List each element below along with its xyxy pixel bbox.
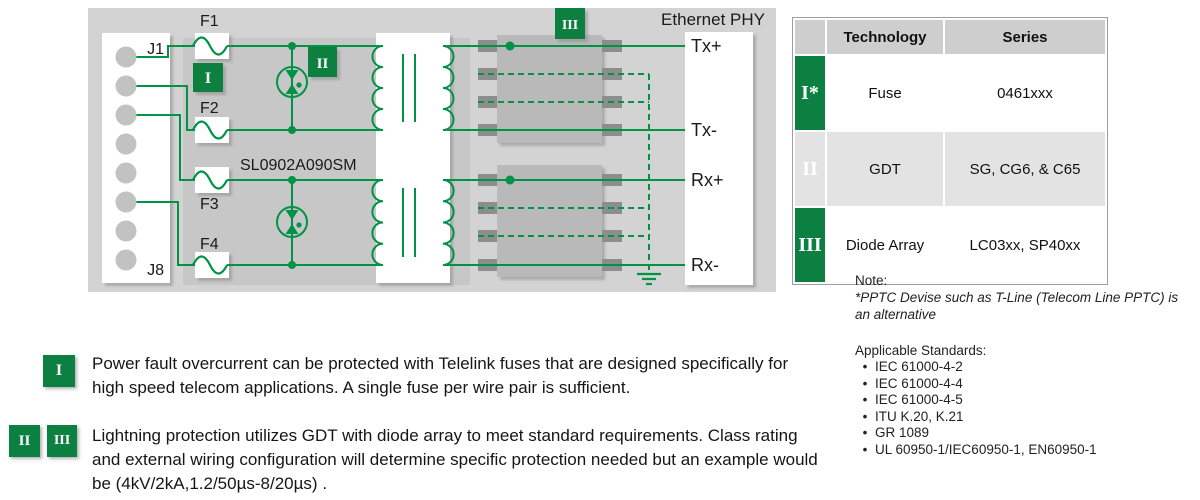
standards-item-text: ITU K.20, K.21 bbox=[875, 408, 964, 424]
row-series: SG, CG6, & C65 bbox=[943, 130, 1107, 208]
bullet-icon: • bbox=[862, 359, 868, 374]
standards-item-text: IEC 61000-4-2 bbox=[875, 359, 963, 374]
connector-top-label: J1 bbox=[147, 41, 164, 58]
standards-item-text: IEC 61000-4-5 bbox=[875, 392, 963, 407]
row-technology: GDT bbox=[825, 130, 945, 208]
fuse-f2-icon bbox=[192, 120, 228, 140]
phy-box bbox=[685, 32, 753, 285]
ground-dashed-wires bbox=[478, 73, 650, 272]
row-technology: Fuse bbox=[825, 54, 945, 132]
badge-iii: III bbox=[562, 18, 578, 33]
row-badge: I* bbox=[793, 54, 827, 132]
callout-line: Power fault overcurrent can be protected… bbox=[92, 354, 789, 373]
callout-badge-iii: III bbox=[47, 425, 77, 457]
protection-circuit-diagram: J1 J8 F1 F2 F3 F4 bbox=[88, 8, 776, 292]
row-series: 0461xxx bbox=[943, 54, 1107, 132]
port-tx-plus: Tx+ bbox=[691, 36, 722, 56]
note-title: Note: bbox=[855, 273, 888, 288]
fuse-f2-label: F2 bbox=[200, 100, 219, 117]
bullet-icon: • bbox=[862, 425, 868, 440]
transformer-icon-upper bbox=[371, 45, 455, 131]
fuse-f1-icon bbox=[192, 36, 228, 56]
row-badge: II bbox=[793, 130, 827, 208]
standards-title: Applicable Standards: bbox=[855, 343, 987, 358]
table-header-series: Series bbox=[943, 18, 1107, 56]
transformer-box bbox=[376, 33, 450, 283]
fuse-icons bbox=[192, 33, 229, 278]
callout-line: Lightning protection utilizes GDT with d… bbox=[92, 426, 798, 445]
connector-box bbox=[102, 33, 170, 283]
standards-item: • ITU K.20, K.21 bbox=[855, 409, 1195, 426]
port-tx-minus: Tx- bbox=[691, 120, 717, 140]
array-junction-dot-lower bbox=[505, 175, 515, 185]
table-row: III Diode Array LC03xx, SP40xx bbox=[793, 206, 1107, 284]
bullet-icon: • bbox=[862, 408, 868, 424]
standards-item-text: GR 1089 bbox=[875, 425, 930, 440]
fuse-f3-icon bbox=[192, 170, 228, 190]
callout-fuse-text: Power fault overcurrent can be protected… bbox=[92, 352, 788, 400]
fuse-f4-icon bbox=[192, 255, 228, 275]
connector-pins bbox=[115, 46, 137, 271]
bullet-icon: • bbox=[862, 375, 868, 391]
row-technology: Diode Array bbox=[825, 206, 945, 284]
standards-item: • UL 60950-1/IEC60950-1, EN60950-1 bbox=[855, 442, 1195, 459]
phy-title: Ethernet PHY bbox=[661, 10, 765, 29]
callout-lightning-text: Lightning protection utilizes GDT with d… bbox=[92, 424, 818, 496]
callout-line: high speed telecom applications. A singl… bbox=[92, 378, 631, 397]
table-header-row: Technology Series bbox=[793, 18, 1107, 56]
array-junction-dot-upper bbox=[505, 41, 515, 51]
transformer-icon-lower bbox=[371, 179, 455, 266]
callout-badge-ii: II bbox=[9, 425, 40, 457]
technology-series-table: Technology Series I* Fuse 0461xxx II GDT… bbox=[792, 17, 1108, 285]
gdt-icon-upper bbox=[276, 66, 308, 98]
ground-icon bbox=[637, 272, 661, 286]
bullet-icon: • bbox=[862, 392, 868, 407]
gdt-icon-lower bbox=[276, 206, 308, 238]
standards-item: • GR 1089 bbox=[855, 425, 1195, 442]
table-header-technology: Technology bbox=[825, 18, 945, 56]
table-corner-cell bbox=[793, 18, 827, 56]
input-wires bbox=[136, 45, 195, 266]
fuse-f4-label: F4 bbox=[200, 236, 219, 253]
standards-item-text: UL 60950-1/IEC60950-1, EN60950-1 bbox=[875, 441, 1097, 457]
row-series: LC03xx, SP40xx bbox=[943, 206, 1107, 284]
table-row: I* Fuse 0461xxx bbox=[793, 54, 1107, 132]
module-part-label: SL0902A090SM bbox=[240, 157, 357, 174]
connector-bottom-label: J8 bbox=[147, 262, 164, 279]
standards-item: • IEC 61000-4-2 bbox=[855, 359, 1195, 376]
table-row: II GDT SG, CG6, & C65 bbox=[793, 130, 1107, 208]
diagram-badges: I II III bbox=[193, 8, 585, 92]
note-block: Note: *PPTC Devise such as T-Line (Telec… bbox=[855, 272, 1195, 458]
bullet-icon: • bbox=[862, 441, 868, 457]
note-line: *PPTC Devise such as T-Line (Telecom Lin… bbox=[855, 290, 1179, 305]
standards-item-text: IEC 61000-4-4 bbox=[875, 375, 963, 391]
callout-badge-i: I bbox=[43, 355, 75, 387]
fuse-f3-label: F3 bbox=[200, 196, 219, 213]
callout-line: and external wiring configuration will d… bbox=[92, 450, 818, 469]
note-line: an alternative bbox=[855, 307, 937, 322]
pair-wires bbox=[227, 45, 383, 266]
port-rx-plus: Rx+ bbox=[691, 170, 724, 190]
badge-ii: II bbox=[317, 56, 329, 72]
callout-line: be (4kV/2kA,1.2/50µs-8/20µs) . bbox=[92, 474, 328, 493]
standards-item: • IEC 61000-4-4 bbox=[855, 376, 1195, 393]
port-rx-minus: Rx- bbox=[691, 255, 719, 275]
standards-item: • IEC 61000-4-5 bbox=[855, 392, 1195, 409]
badge-i: I bbox=[205, 70, 211, 87]
diode-array-icon-lower bbox=[478, 165, 622, 277]
row-badge: III bbox=[793, 206, 827, 284]
diode-array-icon-upper bbox=[478, 35, 622, 143]
fuse-f1-label: F1 bbox=[200, 13, 219, 30]
